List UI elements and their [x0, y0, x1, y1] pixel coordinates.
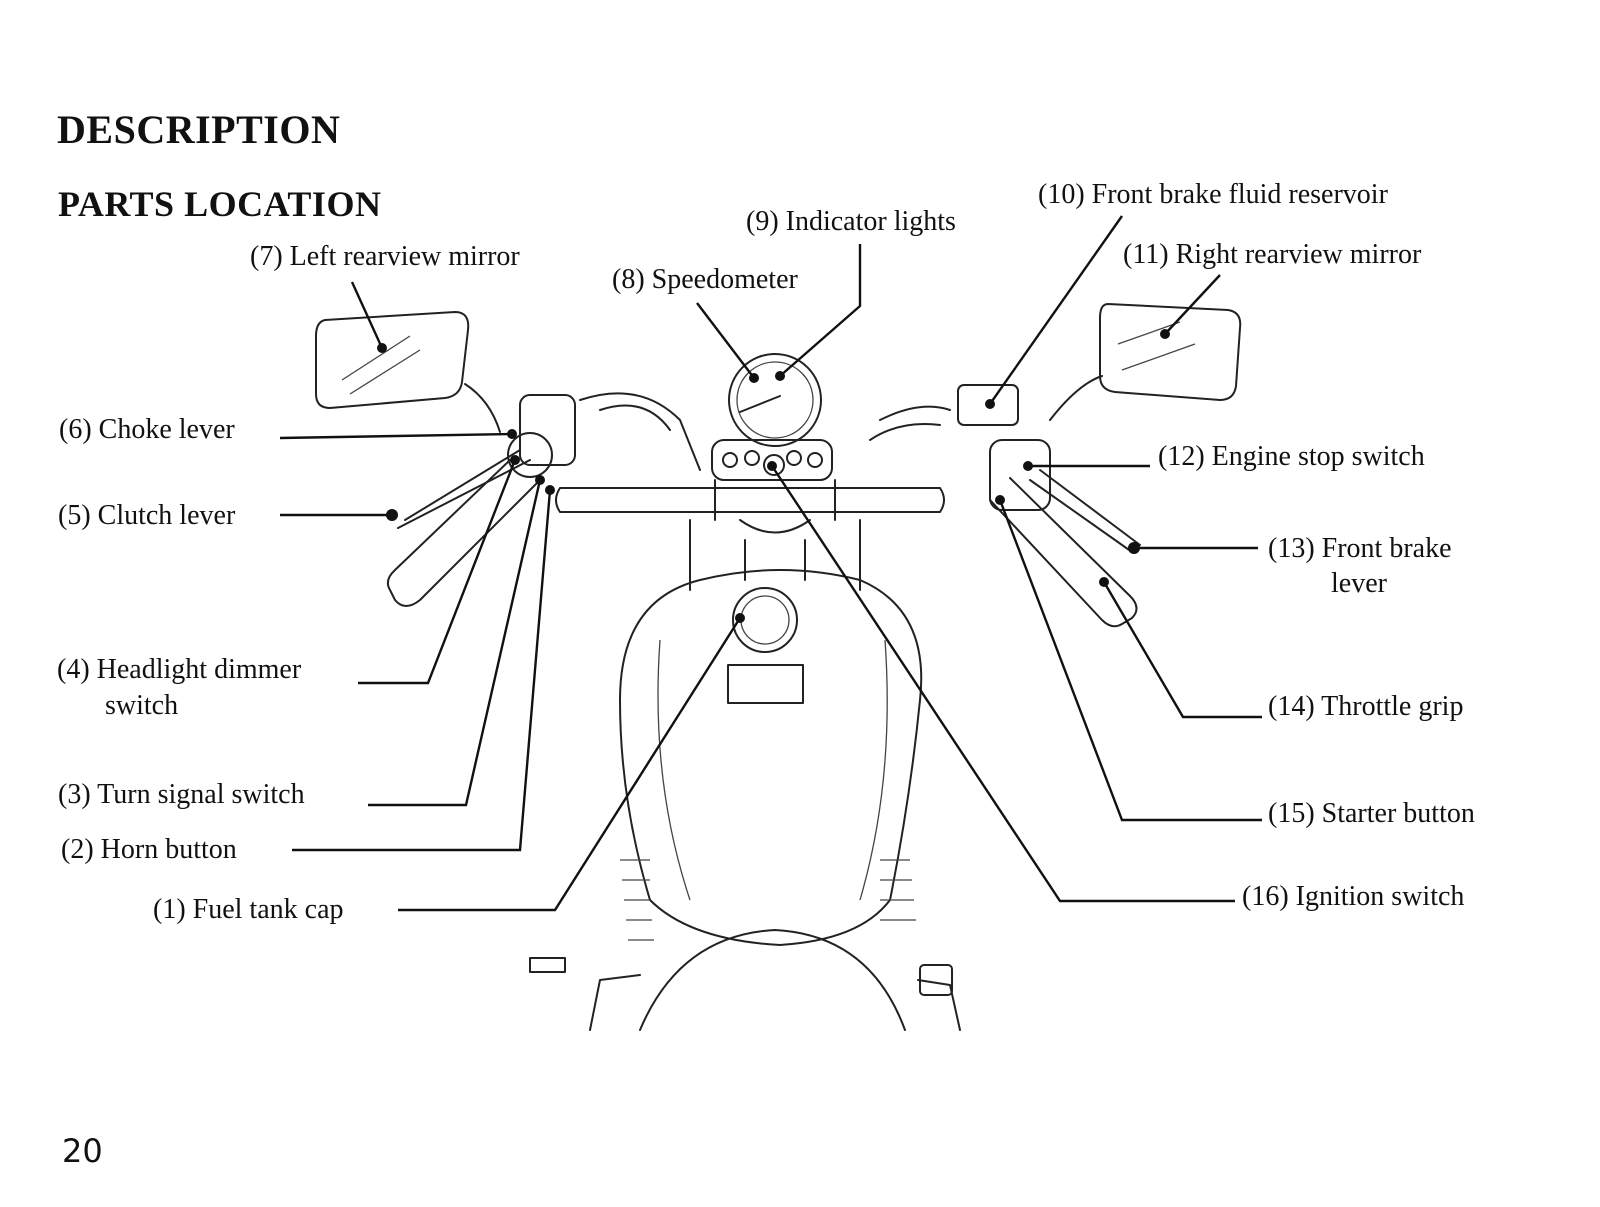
left-mirror-drawing — [315, 311, 470, 409]
leader-line-16 — [770, 465, 1235, 903]
leader-line-14 — [1102, 581, 1262, 719]
label-ignition-switch: (16) Ignition switch — [1242, 881, 1465, 912]
label-starter-button: (15) Starter button — [1268, 798, 1475, 829]
label-engine-stop-switch: (12) Engine stop switch — [1158, 441, 1425, 472]
section-title: DESCRIPTION — [57, 107, 341, 152]
label-headlight-dimmer-switch-line2: switch — [105, 690, 179, 721]
label-fuel-tank-cap: (1) Fuel tank cap — [153, 894, 344, 925]
leader-line-4 — [358, 459, 517, 685]
leader-line-6 — [279, 432, 513, 440]
leader-line-8 — [696, 302, 755, 379]
leader-line-7 — [350, 281, 384, 349]
leader-line-10 — [989, 215, 1123, 405]
fuel-cap-drawing — [732, 587, 798, 653]
leader-line-1 — [398, 617, 742, 912]
leader-lines — [279, 215, 1262, 912]
label-left-rearview-mirror: (7) Left rearview mirror — [250, 241, 520, 272]
leader-line-11 — [1164, 274, 1221, 335]
label-front-brake-lever: (13) Front brake — [1268, 533, 1452, 564]
label-clutch-lever: (5) Clutch lever — [58, 500, 236, 531]
label-speedometer: (8) Speedometer — [612, 264, 798, 295]
fuel-tank-drawing — [619, 569, 923, 946]
leader-line-2 — [292, 489, 552, 852]
label-indicator-lights: (9) Indicator lights — [746, 206, 956, 237]
label-turn-signal-switch: (3) Turn signal switch — [58, 779, 305, 810]
label-front-brake-fluid-reservoir: (10) Front brake fluid reservoir — [1038, 179, 1388, 210]
label-throttle-grip: (14) Throttle grip — [1268, 691, 1464, 722]
leader-line-9 — [779, 244, 862, 377]
label-headlight-dimmer-switch: (4) Headlight dimmer — [57, 654, 302, 685]
leader-line-3 — [368, 479, 542, 807]
label-right-rearview-mirror: (11) Right rearview mirror — [1123, 239, 1422, 270]
label-front-brake-lever-line2: lever — [1331, 568, 1387, 599]
subsection-title: PARTS LOCATION — [58, 184, 382, 224]
page-number: 20 — [62, 1132, 103, 1170]
motorcycle-illustration — [315, 303, 1242, 1031]
leader-line-15 — [998, 499, 1262, 822]
label-choke-lever: (6) Choke lever — [59, 414, 235, 445]
speedometer-drawing — [728, 353, 822, 447]
right-mirror-drawing — [1099, 303, 1242, 401]
handlebar-drawing — [555, 487, 945, 513]
label-horn-button: (2) Horn button — [61, 834, 237, 865]
